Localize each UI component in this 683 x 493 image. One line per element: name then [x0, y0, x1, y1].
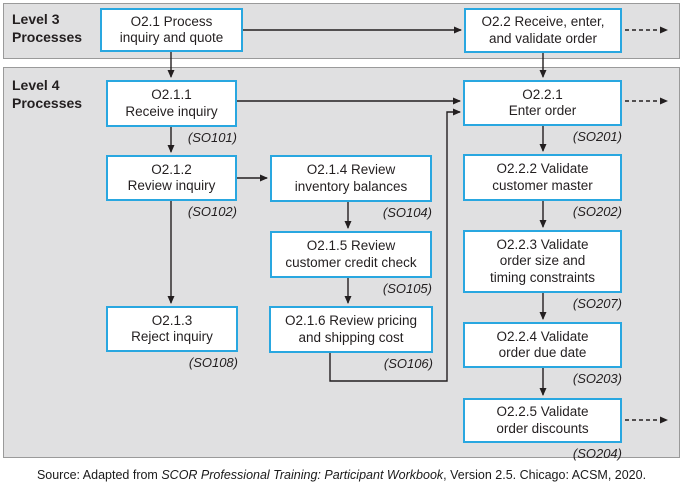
code-label-so203: (SO203) — [572, 371, 622, 386]
box-label: O2.1.1 — [151, 87, 192, 103]
box-label: O2.2 Receive, enter, — [481, 14, 605, 30]
box-label: customer credit check — [285, 254, 417, 270]
process-box-o2-2-4: O2.2.4 Validate order due date — [463, 322, 622, 368]
level4-label-line2: Processes — [12, 95, 83, 112]
code-label-so105: (SO105) — [382, 281, 432, 296]
process-box-o2-2-2: O2.2.2 Validate customer master — [463, 154, 622, 201]
source-suffix: , Version 2.5. Chicago: ACSM, 2020. — [443, 468, 647, 482]
box-label: O2.1.2 — [151, 161, 192, 177]
process-box-o2-2-5: O2.2.5 Validate order discounts — [463, 398, 622, 443]
code-label-so204: (SO204) — [572, 446, 622, 461]
box-label: Review inquiry — [127, 178, 216, 193]
source-title: SCOR Professional Training: Participant … — [161, 468, 444, 482]
box-label: O2.1.5 Review — [306, 238, 396, 254]
code-label-so108: (SO108) — [188, 355, 238, 370]
box-label: and shipping cost — [298, 329, 404, 345]
box-label: O2.1 Process — [130, 13, 213, 29]
box-label: O2.2.4 Validate — [496, 328, 589, 344]
box-label: O2.2.5 Validate — [496, 404, 589, 420]
box-label: order due date — [498, 345, 587, 360]
box-label: O2.2.1 — [522, 86, 563, 102]
code-label-so201: (SO201) — [572, 129, 622, 144]
box-label: and validate order — [488, 30, 598, 46]
process-box-o2-1: O2.1 Process inquiry and quote — [100, 8, 243, 52]
level3-band-label: Level 3 Processes — [12, 10, 82, 46]
box-label: Reject inquiry — [131, 329, 213, 344]
box-label: Enter order — [508, 103, 577, 118]
box-label: O2.2.2 Validate — [496, 161, 589, 177]
box-label: O2.2.3 Validate — [496, 236, 589, 252]
box-label: order discounts — [496, 420, 589, 436]
process-box-o2-1-1: O2.1.1 Receive inquiry — [106, 80, 237, 127]
box-label: order size and — [499, 253, 586, 269]
box-label: O2.1.4 Review — [306, 162, 396, 178]
box-label: customer master — [492, 177, 593, 193]
process-box-o2-2-3: O2.2.3 Validate order size and timing co… — [463, 230, 622, 293]
process-box-o2-1-4: O2.1.4 Review inventory balances — [270, 155, 432, 202]
source-prefix: Source: Adapted from — [36, 468, 162, 482]
source-citation: Source: Adapted from SCOR Professional T… — [0, 468, 683, 482]
process-box-o2-2-1: O2.2.1 Enter order — [463, 80, 622, 126]
process-box-o2-1-5: O2.1.5 Review customer credit check — [270, 231, 432, 278]
process-box-o2-1-3: O2.1.3 Reject inquiry — [106, 306, 238, 352]
box-label: inquiry and quote — [119, 30, 224, 45]
box-label: inventory balances — [294, 178, 408, 194]
process-box-o2-1-6: O2.1.6 Review pricing and shipping cost — [269, 306, 433, 353]
process-box-o2-1-2: O2.1.2 Review inquiry — [106, 155, 237, 201]
level3-label-line2: Processes — [12, 29, 83, 46]
process-box-o2-2: O2.2 Receive, enter, and validate order — [464, 8, 622, 53]
box-label: timing constraints — [489, 269, 596, 285]
code-label-so106: (SO106) — [383, 356, 433, 371]
level4-label-line1: Level 4 — [12, 77, 60, 93]
code-label-so207: (SO207) — [572, 296, 622, 311]
code-label-so101: (SO101) — [187, 130, 237, 145]
code-label-so104: (SO104) — [382, 205, 432, 220]
level4-band-label: Level 4 Processes — [12, 76, 82, 112]
box-label: O2.1.6 Review pricing — [284, 313, 418, 329]
code-label-so102: (SO102) — [187, 204, 237, 219]
code-label-so202: (SO202) — [572, 204, 622, 219]
box-label: O2.1.3 — [151, 312, 193, 328]
box-label: Receive inquiry — [125, 103, 218, 119]
level3-label-line1: Level 3 — [12, 11, 60, 27]
